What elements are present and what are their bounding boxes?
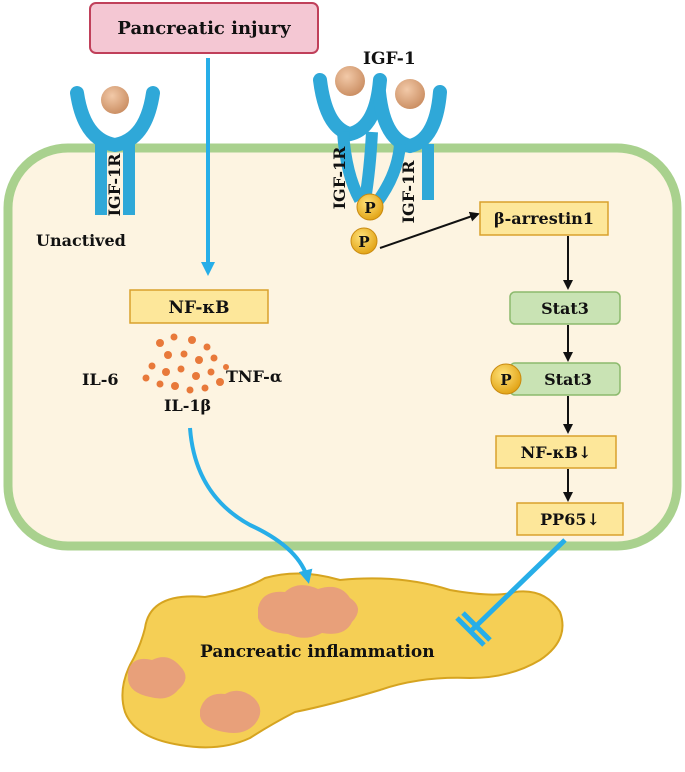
ligand-ball-right-1 bbox=[335, 66, 365, 96]
pancreatic-inflammation-label: Pancreatic inflammation bbox=[200, 642, 435, 662]
igf1-label: IGF-1 bbox=[363, 49, 416, 69]
lobule-3 bbox=[200, 690, 261, 733]
phospho-1: P bbox=[356, 193, 384, 221]
svg-text:P: P bbox=[500, 371, 511, 389]
receptor-left-label: IGF-1R bbox=[105, 153, 124, 217]
pp65-down-box: PP65↓ bbox=[516, 502, 624, 536]
lobule-2 bbox=[128, 657, 186, 699]
stat3-box: Stat3 bbox=[509, 291, 621, 325]
svg-text:P: P bbox=[358, 233, 369, 251]
cytokines-to-inflammation-arrow bbox=[188, 427, 313, 584]
phospho-3: P bbox=[490, 363, 522, 395]
receptor-pair-left-label: IGF-1R bbox=[330, 146, 349, 210]
pancreas-shape bbox=[121, 572, 564, 749]
pancreatic-injury-box: Pancreatic injury bbox=[89, 2, 319, 54]
il6-label: IL-6 bbox=[82, 370, 119, 389]
receptor-to-barrestin-arrow bbox=[379, 211, 480, 249]
unactived-label: Unactived bbox=[36, 231, 126, 250]
nfkb-down-label: NF-κB↓ bbox=[521, 443, 592, 462]
p-stat3-box: Stat3 P bbox=[490, 362, 621, 396]
b-arrestin1-box: β-arrestin1 bbox=[479, 201, 609, 236]
nfkb-box: NF-κB bbox=[129, 289, 269, 324]
tnfa-label: TNF-α bbox=[226, 367, 282, 386]
pancreatic-injury-label: Pancreatic injury bbox=[117, 18, 291, 39]
pp65-inhibition-line bbox=[455, 538, 567, 647]
p-stat3-label: Stat3 bbox=[544, 370, 592, 389]
nfkb-down-box: NF-κB↓ bbox=[495, 435, 617, 469]
ligand-ball-right-2 bbox=[395, 79, 425, 109]
b-arrestin1-label: β-arrestin1 bbox=[494, 209, 594, 228]
lobule-1 bbox=[258, 585, 359, 638]
svg-text:P: P bbox=[364, 199, 375, 217]
pp65-down-label: PP65↓ bbox=[540, 510, 600, 529]
receptor-pair-right-label: IGF-1R bbox=[399, 160, 418, 224]
phospho-2: P bbox=[350, 227, 378, 255]
igf1r-unactivated-receptor: IGF-1R bbox=[70, 86, 160, 217]
stat3-label: Stat3 bbox=[541, 299, 589, 318]
nfkb-label: NF-κB bbox=[168, 298, 229, 318]
ligand-ball-left bbox=[101, 86, 129, 114]
cytokine-dots bbox=[142, 333, 229, 394]
il1b-label: IL-1β bbox=[164, 396, 211, 415]
